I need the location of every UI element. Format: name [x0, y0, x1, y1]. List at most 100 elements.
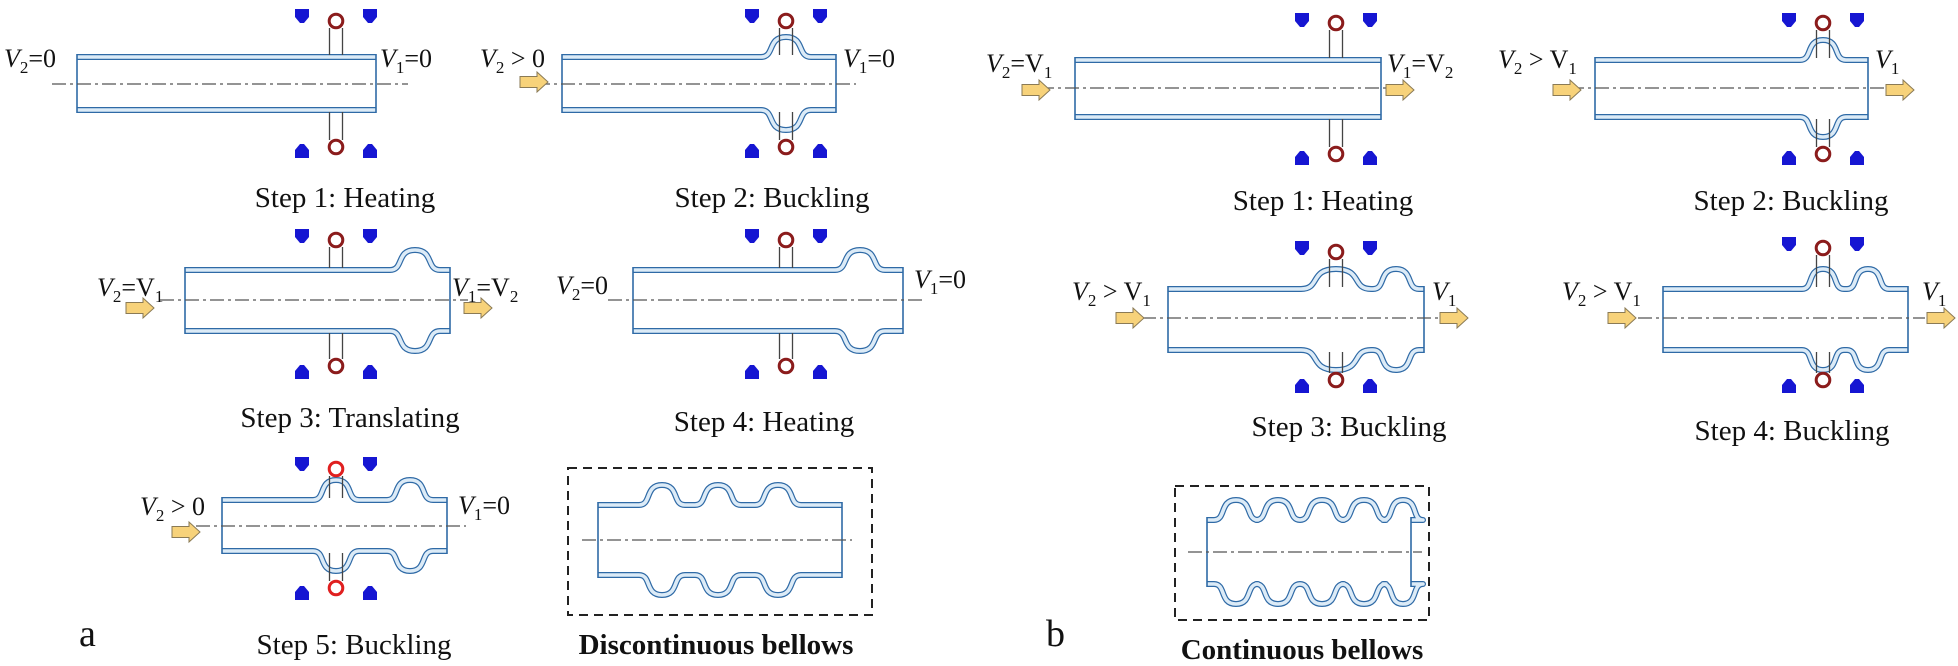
tube-a4-bottom-wall-outline: [633, 328, 903, 354]
die-block-icon: [1850, 379, 1864, 393]
step-caption-b1: Step 1: Heating: [1233, 185, 1413, 217]
step-caption-b4: Step 4: Buckling: [1695, 415, 1890, 447]
step-caption-a4: Step 4: Heating: [674, 406, 854, 438]
result-caption-a: Discontinuous bellows: [579, 629, 854, 661]
tube-b3-bottom-wall: [1168, 348, 1424, 372]
die-block-icon: [295, 586, 309, 600]
velocity-v2-a2: V2 > 0: [480, 44, 545, 77]
result-b-top-wall: [1207, 498, 1425, 522]
die-block-icon: [295, 9, 309, 23]
die-block-icon: [1363, 151, 1377, 165]
die-block-icon: [745, 365, 759, 379]
tubes-layer: [76, 34, 1909, 607]
result-b-bottom-wall: [1207, 582, 1425, 606]
result-a-top-wall: [598, 483, 842, 507]
die-block-icon: [813, 229, 827, 243]
velocity-v1-a5: V1=0: [458, 491, 510, 524]
die-block-icon: [1782, 379, 1796, 393]
tube-b2-top-wall: [1595, 38, 1868, 62]
velocity-v2-b2: V2 > V1: [1498, 45, 1577, 78]
tube-b3-top-wall: [1168, 267, 1424, 291]
die-block-icon: [363, 586, 377, 600]
die-block-icon: [295, 365, 309, 379]
heating-coil-icon: [327, 579, 345, 597]
die-block-icon: [1782, 151, 1796, 165]
result-caption-b: Continuous bellows: [1181, 634, 1424, 666]
die-block-icon: [1295, 13, 1309, 27]
velocity-v2-b3: V2 > V1: [1072, 277, 1151, 310]
die-block-icon: [363, 9, 377, 23]
heating-coil-icon: [777, 357, 795, 375]
heating-coil-icon: [327, 357, 345, 375]
die-block-icon: [363, 144, 377, 158]
velocity-v2-b1: V2=V1: [986, 49, 1052, 82]
feed-arrow-icon: [1926, 306, 1956, 330]
result-a-bottom-wall: [598, 573, 842, 597]
tube-a4-top-wall-outline: [633, 247, 903, 273]
tube-a4-top-wall: [633, 248, 903, 272]
feed-arrow-icon: [1385, 78, 1415, 102]
heating-coil-icon: [777, 231, 795, 249]
velocity-v1-a2: V1=0: [843, 44, 895, 77]
die-block-icon: [813, 9, 827, 23]
tube-a3-top-wall: [185, 248, 450, 272]
feed-arrow-icon: [171, 520, 201, 544]
heating-coil-icon: [1327, 14, 1345, 32]
velocity-v2-b4: V2 > V1: [1562, 277, 1641, 310]
feed-arrow-icon: [463, 296, 493, 320]
velocity-v2-a3: V2=V1: [97, 273, 163, 306]
tube-a4-bottom-wall: [633, 329, 903, 353]
die-block-icon: [1295, 379, 1309, 393]
tooling-layer: [295, 9, 1864, 600]
tube-a2-top-wall: [562, 35, 836, 59]
die-block-icon: [363, 457, 377, 471]
result-a-top-wall-outline: [598, 482, 842, 508]
velocity-v1-b4: V1: [1922, 277, 1946, 310]
tube-b4-bottom-wall: [1663, 348, 1908, 372]
tube-a5-bottom-wall-outline: [222, 548, 447, 574]
feed-arrow-icon: [1552, 78, 1582, 102]
die-block-icon: [1850, 151, 1864, 165]
tube-a3-bottom-wall: [185, 329, 450, 353]
tube-a5-bottom-wall: [222, 549, 447, 573]
velocity-v1-b1: V1=V2: [1387, 49, 1453, 82]
velocity-v2-a1: V2=0: [4, 44, 56, 77]
feed-arrow-icon: [1885, 78, 1915, 102]
die-block-icon: [1363, 379, 1377, 393]
die-block-icon: [1782, 237, 1796, 251]
feed-arrow-icon: [519, 70, 549, 94]
heating-coil-icon: [1814, 145, 1832, 163]
tube-b2-top-wall-outline: [1595, 37, 1868, 63]
die-block-icon: [813, 144, 827, 158]
panel-label-a: a: [79, 613, 96, 655]
tube-a3-top-wall-outline: [185, 247, 450, 273]
die-block-icon: [1850, 237, 1864, 251]
arrows-layer: [125, 70, 1956, 544]
velocity-v2-a5: V2 > 0: [140, 492, 205, 525]
heating-coil-icon: [1814, 239, 1832, 257]
die-block-icon: [363, 229, 377, 243]
result-frame-continuous: [1174, 485, 1430, 621]
centerlines-layer: [52, 83, 1925, 553]
die-block-icon: [1782, 13, 1796, 27]
tube-a5-top-wall-outline: [222, 477, 447, 503]
panel-label-b: b: [1046, 613, 1065, 655]
feed-arrow-icon: [1607, 306, 1637, 330]
die-block-icon: [1295, 241, 1309, 255]
die-block-icon: [1363, 13, 1377, 27]
heating-coil-icon: [777, 138, 795, 156]
die-block-icon: [295, 144, 309, 158]
heating-coil-icon: [327, 231, 345, 249]
tube-a2-bottom-wall: [562, 108, 836, 132]
heating-coil-icon: [1327, 243, 1345, 261]
tube-a3-bottom-wall-outline: [185, 328, 450, 354]
tube-b4-bottom-wall-outline: [1663, 347, 1908, 373]
feed-arrow-icon: [1021, 78, 1051, 102]
step-caption-b2: Step 2: Buckling: [1694, 185, 1889, 217]
die-block-icon: [745, 144, 759, 158]
die-block-icon: [813, 365, 827, 379]
result-frame-discontinuous: [567, 467, 873, 616]
die-block-icon: [295, 229, 309, 243]
tube-b2-bottom-wall: [1595, 115, 1868, 139]
heating-coil-icon: [1327, 145, 1345, 163]
